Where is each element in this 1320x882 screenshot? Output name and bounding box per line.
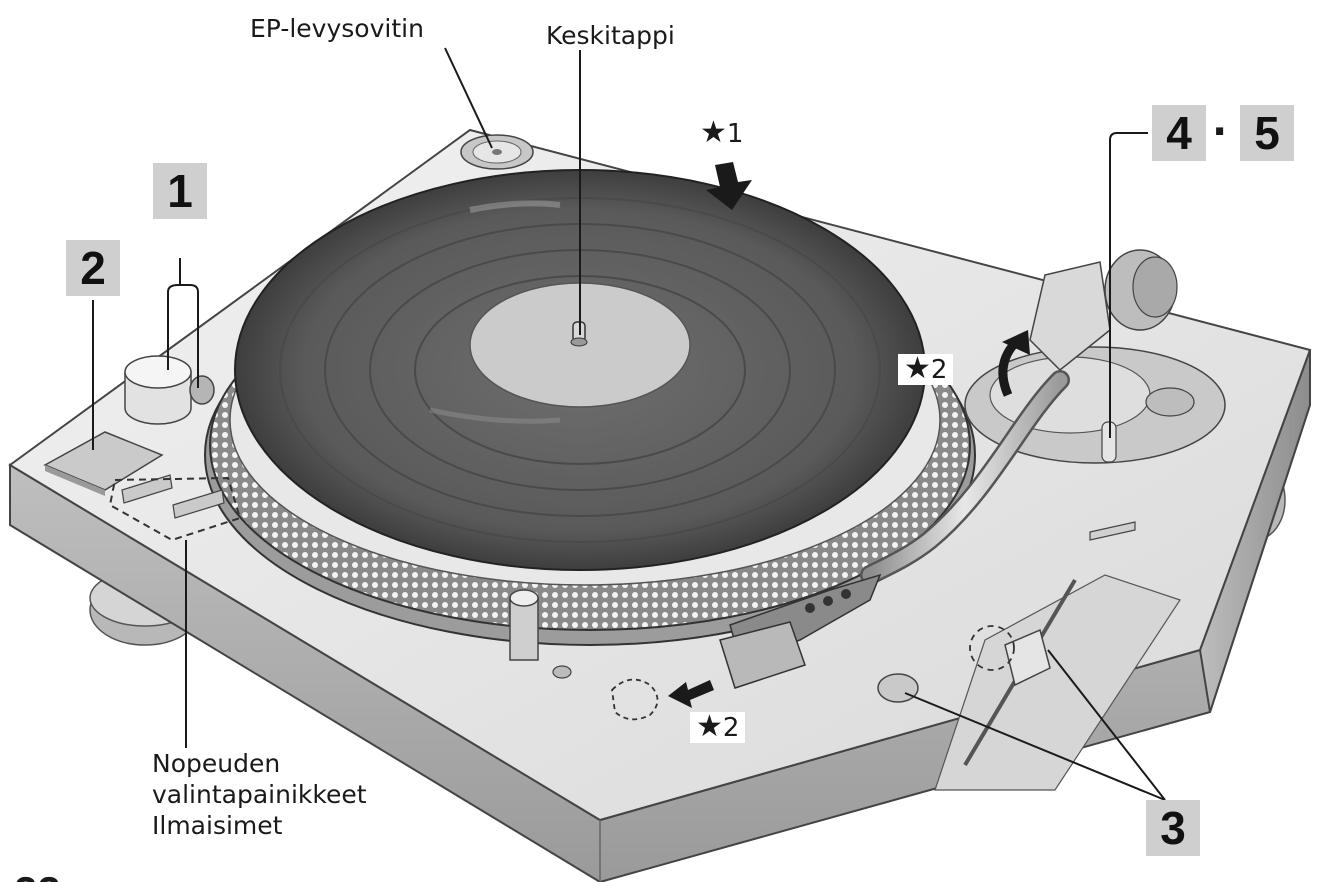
label-speed-buttons-line1: Nopeuden	[152, 749, 281, 778]
start-stop-button[interactable]	[43, 431, 164, 496]
star-2a-symbol: ★	[904, 351, 931, 386]
callout-5: 5	[1240, 105, 1294, 161]
arrow-record-placement	[706, 162, 752, 210]
label-speed-buttons-line3: Ilmaisimet	[152, 811, 283, 840]
tonearm	[860, 249, 1178, 585]
strobe-light	[509, 589, 572, 679]
star-2b-symbol: ★	[696, 709, 723, 744]
pitch-reset-button[interactable]	[877, 673, 919, 703]
callout-3: 3	[1146, 800, 1200, 856]
callout-separator: ·	[1212, 109, 1228, 155]
callout-2: 2	[66, 240, 120, 296]
pitch-slider[interactable]	[934, 521, 1181, 791]
star-2b-number: 2	[722, 713, 740, 743]
note-star-1: ★1	[694, 115, 749, 150]
power-knob[interactable]	[124, 355, 215, 425]
label-speed-buttons: Nopeuden valintapainikkeet Ilmaisimet	[152, 748, 367, 841]
star-2a-number: 2	[930, 355, 948, 385]
pitch-reset-indicator	[969, 625, 1015, 671]
callout-1: 1	[153, 163, 207, 219]
note-star-2-arm: ★2	[898, 351, 954, 386]
speed-select-buttons[interactable]	[108, 474, 242, 542]
label-speed-buttons-line2: valintapainikkeet	[152, 780, 367, 809]
headshell-rest-outline	[611, 678, 659, 721]
star-1-number: 1	[726, 119, 744, 149]
label-center-spindle: Keskitappi	[546, 21, 675, 50]
callout-4: 4	[1152, 105, 1206, 161]
label-ep-adapter: EP-levysovitin	[250, 14, 424, 43]
leader-lines	[92, 47, 1166, 801]
headshell-cartridge	[719, 573, 882, 689]
page-number: 22	[14, 868, 61, 882]
arrow-armrest-release	[998, 330, 1030, 397]
star-1-symbol: ★	[700, 115, 727, 150]
arrow-to-rest	[668, 680, 714, 708]
note-star-2-rest: ★2	[690, 709, 746, 744]
ep-adapter	[460, 134, 534, 170]
